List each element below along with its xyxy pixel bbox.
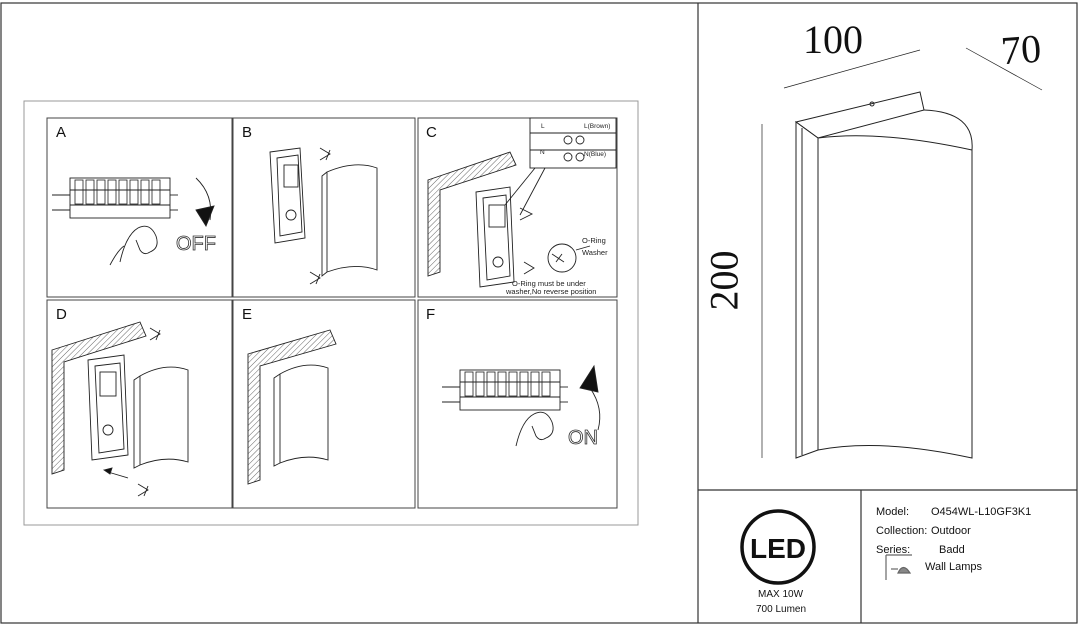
height-dimension: 200 xyxy=(701,250,747,311)
washer-label: Washer xyxy=(582,248,608,257)
note-line-2: washer,No reverse position xyxy=(505,287,596,296)
panel-a-letter: A xyxy=(56,124,66,141)
panel-e-letter: E xyxy=(242,306,252,323)
panel-f-letter: F xyxy=(426,306,435,323)
collection-value: Outdoor xyxy=(931,525,971,537)
wall-lamp-icon xyxy=(885,554,912,580)
led-badge-circle xyxy=(740,509,816,585)
panel-f-on-text: ON xyxy=(568,427,598,449)
panel-c-labels: L N L(Brown) N(Blue) O-Ring Washer O-Rin… xyxy=(505,123,610,296)
width-dimension: 100 xyxy=(803,17,863,62)
collection-label: Collection: xyxy=(876,525,928,537)
brown-wire-label: L(Brown) xyxy=(584,123,610,130)
led-logo-text: LED xyxy=(750,533,806,564)
panel-f-illustration xyxy=(442,364,601,447)
panel-d-letter: D xyxy=(56,306,67,323)
model-label: Model: xyxy=(876,506,910,518)
note-line-1: O-Ring must be under xyxy=(512,279,586,288)
panel-b-letter: B xyxy=(242,124,252,141)
panel-c-letter: C xyxy=(426,124,437,141)
oring-label: O-Ring xyxy=(582,236,606,245)
panel-e-illustration xyxy=(247,329,337,485)
panel-a-illustration xyxy=(52,177,215,266)
series-value: Badd xyxy=(939,544,965,556)
model-value: O454WL-L10GF3K1 xyxy=(931,506,1032,518)
terminal-n-label: N xyxy=(540,149,545,156)
lumen-label: 700 Lumen xyxy=(756,604,807,615)
panel-boxes xyxy=(46,117,618,509)
panel-d-illustration xyxy=(51,321,189,497)
blue-wire-label: N(Blue) xyxy=(584,151,606,158)
product-drawing xyxy=(761,47,1043,459)
series-label: Series: xyxy=(876,544,911,556)
depth-dimension: 70 xyxy=(999,25,1043,74)
instruction-frame xyxy=(23,100,639,526)
panel-c-illustration xyxy=(427,117,617,288)
panel-a-off-text: OFF xyxy=(176,233,216,255)
type-value: Wall Lamps xyxy=(925,561,983,573)
terminal-l-label: L xyxy=(541,123,545,130)
panel-b-illustration xyxy=(269,147,378,285)
max-power-label: MAX 10W xyxy=(758,589,804,600)
